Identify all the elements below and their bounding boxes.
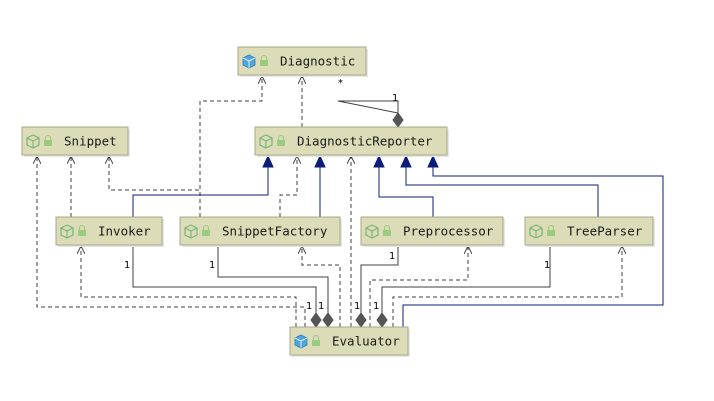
class-node-snippet[interactable]: Snippet bbox=[21, 126, 130, 157]
composition-line bbox=[360, 246, 399, 313]
dependency-edge-evaluator-invoker bbox=[81, 246, 297, 327]
generalization-edge-preprocessor-reporter bbox=[373, 154, 434, 217]
lock-icon bbox=[78, 224, 86, 236]
composition-line bbox=[132, 246, 317, 313]
class-icon bbox=[26, 134, 40, 149]
node-box bbox=[21, 126, 129, 156]
generalization-edge-factory-reporter bbox=[314, 154, 326, 217]
composition-edge-reporter-diagnostic bbox=[337, 100, 404, 128]
dependency-line bbox=[81, 246, 297, 327]
dependency-line bbox=[37, 156, 306, 327]
lock-icon bbox=[312, 334, 320, 346]
dependency-line bbox=[109, 156, 201, 217]
interface-icon bbox=[242, 54, 256, 69]
class-name: SnippetFactory bbox=[222, 224, 328, 239]
composition-line bbox=[337, 100, 399, 127]
generalization-arrowhead bbox=[314, 154, 326, 168]
class-name: Diagnostic bbox=[280, 54, 355, 69]
composition-edge-evaluator-preprocessor bbox=[355, 246, 399, 328]
generalization-line bbox=[132, 166, 269, 217]
class-name: DiagnosticReporter bbox=[297, 134, 433, 149]
lock-icon bbox=[260, 54, 268, 66]
dependency-line bbox=[279, 156, 297, 217]
generalization-line bbox=[405, 166, 599, 217]
lock-icon bbox=[277, 134, 285, 146]
relations-layer bbox=[37, 76, 664, 328]
whole-multiplicity: 1 bbox=[354, 301, 360, 312]
generalization-edge-treeparser-reporter bbox=[400, 154, 599, 217]
part-multiplicity: 1 bbox=[209, 260, 215, 271]
part-multiplicity: 1 bbox=[124, 260, 130, 271]
composition-edge-evaluator-factory bbox=[217, 246, 334, 328]
class-icon bbox=[60, 224, 74, 239]
generalization-edge-evaluator-reporter bbox=[402, 154, 664, 327]
node-box bbox=[524, 216, 654, 246]
class-icon bbox=[365, 224, 379, 239]
node-box bbox=[237, 46, 367, 76]
generalization-arrowhead bbox=[400, 154, 412, 168]
lock-icon bbox=[44, 134, 52, 146]
class-node-reporter[interactable]: DiagnosticReporter bbox=[254, 126, 449, 157]
dependency-line bbox=[369, 246, 468, 327]
dependency-edge-evaluator-factory bbox=[302, 246, 341, 327]
dependency-edge-factory-snippet bbox=[109, 156, 201, 217]
class-node-evaluator[interactable]: Evaluator bbox=[289, 326, 410, 357]
composition-diamond bbox=[322, 312, 334, 328]
class-node-preprocessor[interactable]: Preprocessor bbox=[360, 216, 505, 247]
composition-line bbox=[217, 246, 329, 313]
interface-icon bbox=[294, 334, 308, 349]
part-multiplicity: 1 bbox=[389, 251, 395, 262]
generalization-arrowhead bbox=[427, 154, 439, 168]
class-name: Evaluator bbox=[332, 334, 400, 349]
whole-multiplicity: 1 bbox=[392, 93, 398, 104]
generalization-arrowhead bbox=[262, 154, 274, 168]
class-node-treeparser[interactable]: TreeParser bbox=[524, 216, 655, 247]
class-name: Snippet bbox=[64, 134, 117, 149]
class-node-diagnostic[interactable]: Diagnostic bbox=[237, 46, 368, 77]
dependency-line bbox=[392, 246, 622, 327]
class-name: Preprocessor bbox=[403, 224, 494, 239]
part-multiplicity: 1 bbox=[544, 260, 550, 271]
composition-edge-evaluator-invoker bbox=[132, 246, 322, 328]
lock-icon bbox=[383, 224, 391, 236]
composition-diamond bbox=[392, 112, 404, 128]
composition-diamond bbox=[376, 312, 388, 328]
node-box bbox=[289, 326, 409, 356]
generalization-line bbox=[378, 166, 434, 217]
lock-icon bbox=[202, 224, 210, 236]
composition-diamond bbox=[310, 312, 322, 328]
whole-multiplicity: 1 bbox=[318, 301, 324, 312]
lock-icon bbox=[547, 224, 555, 236]
node-box bbox=[55, 216, 163, 246]
generalization-line bbox=[402, 166, 664, 327]
class-node-invoker[interactable]: Invoker bbox=[55, 216, 164, 247]
dependency-edge-evaluator-treeparser bbox=[392, 246, 622, 327]
dependency-edge-evaluator-preprocessor bbox=[369, 246, 468, 327]
class-icon bbox=[529, 224, 543, 239]
node-box bbox=[254, 126, 448, 156]
part-multiplicity: * bbox=[338, 78, 343, 89]
dependency-edge-factory-reporter bbox=[279, 156, 297, 217]
class-icon bbox=[184, 224, 198, 239]
dependency-edge-factory-diagnostic bbox=[199, 76, 262, 217]
class-name: TreeParser bbox=[567, 224, 643, 239]
dependency-line bbox=[199, 76, 262, 217]
composition-edge-evaluator-treeparser bbox=[376, 246, 551, 328]
whole-multiplicity: 1 bbox=[306, 301, 312, 312]
dependency-line bbox=[302, 246, 341, 327]
dependency-edge-evaluator-snippet bbox=[37, 156, 306, 327]
composition-line bbox=[381, 246, 551, 313]
class-node-factory[interactable]: SnippetFactory bbox=[179, 216, 342, 247]
class-icon bbox=[259, 134, 273, 149]
whole-multiplicity: 1 bbox=[373, 301, 379, 312]
class-name: Invoker bbox=[98, 224, 151, 239]
composition-diamond bbox=[355, 312, 367, 328]
generalization-arrowhead bbox=[373, 154, 385, 168]
generalization-edge-invoker-reporter bbox=[132, 154, 274, 217]
